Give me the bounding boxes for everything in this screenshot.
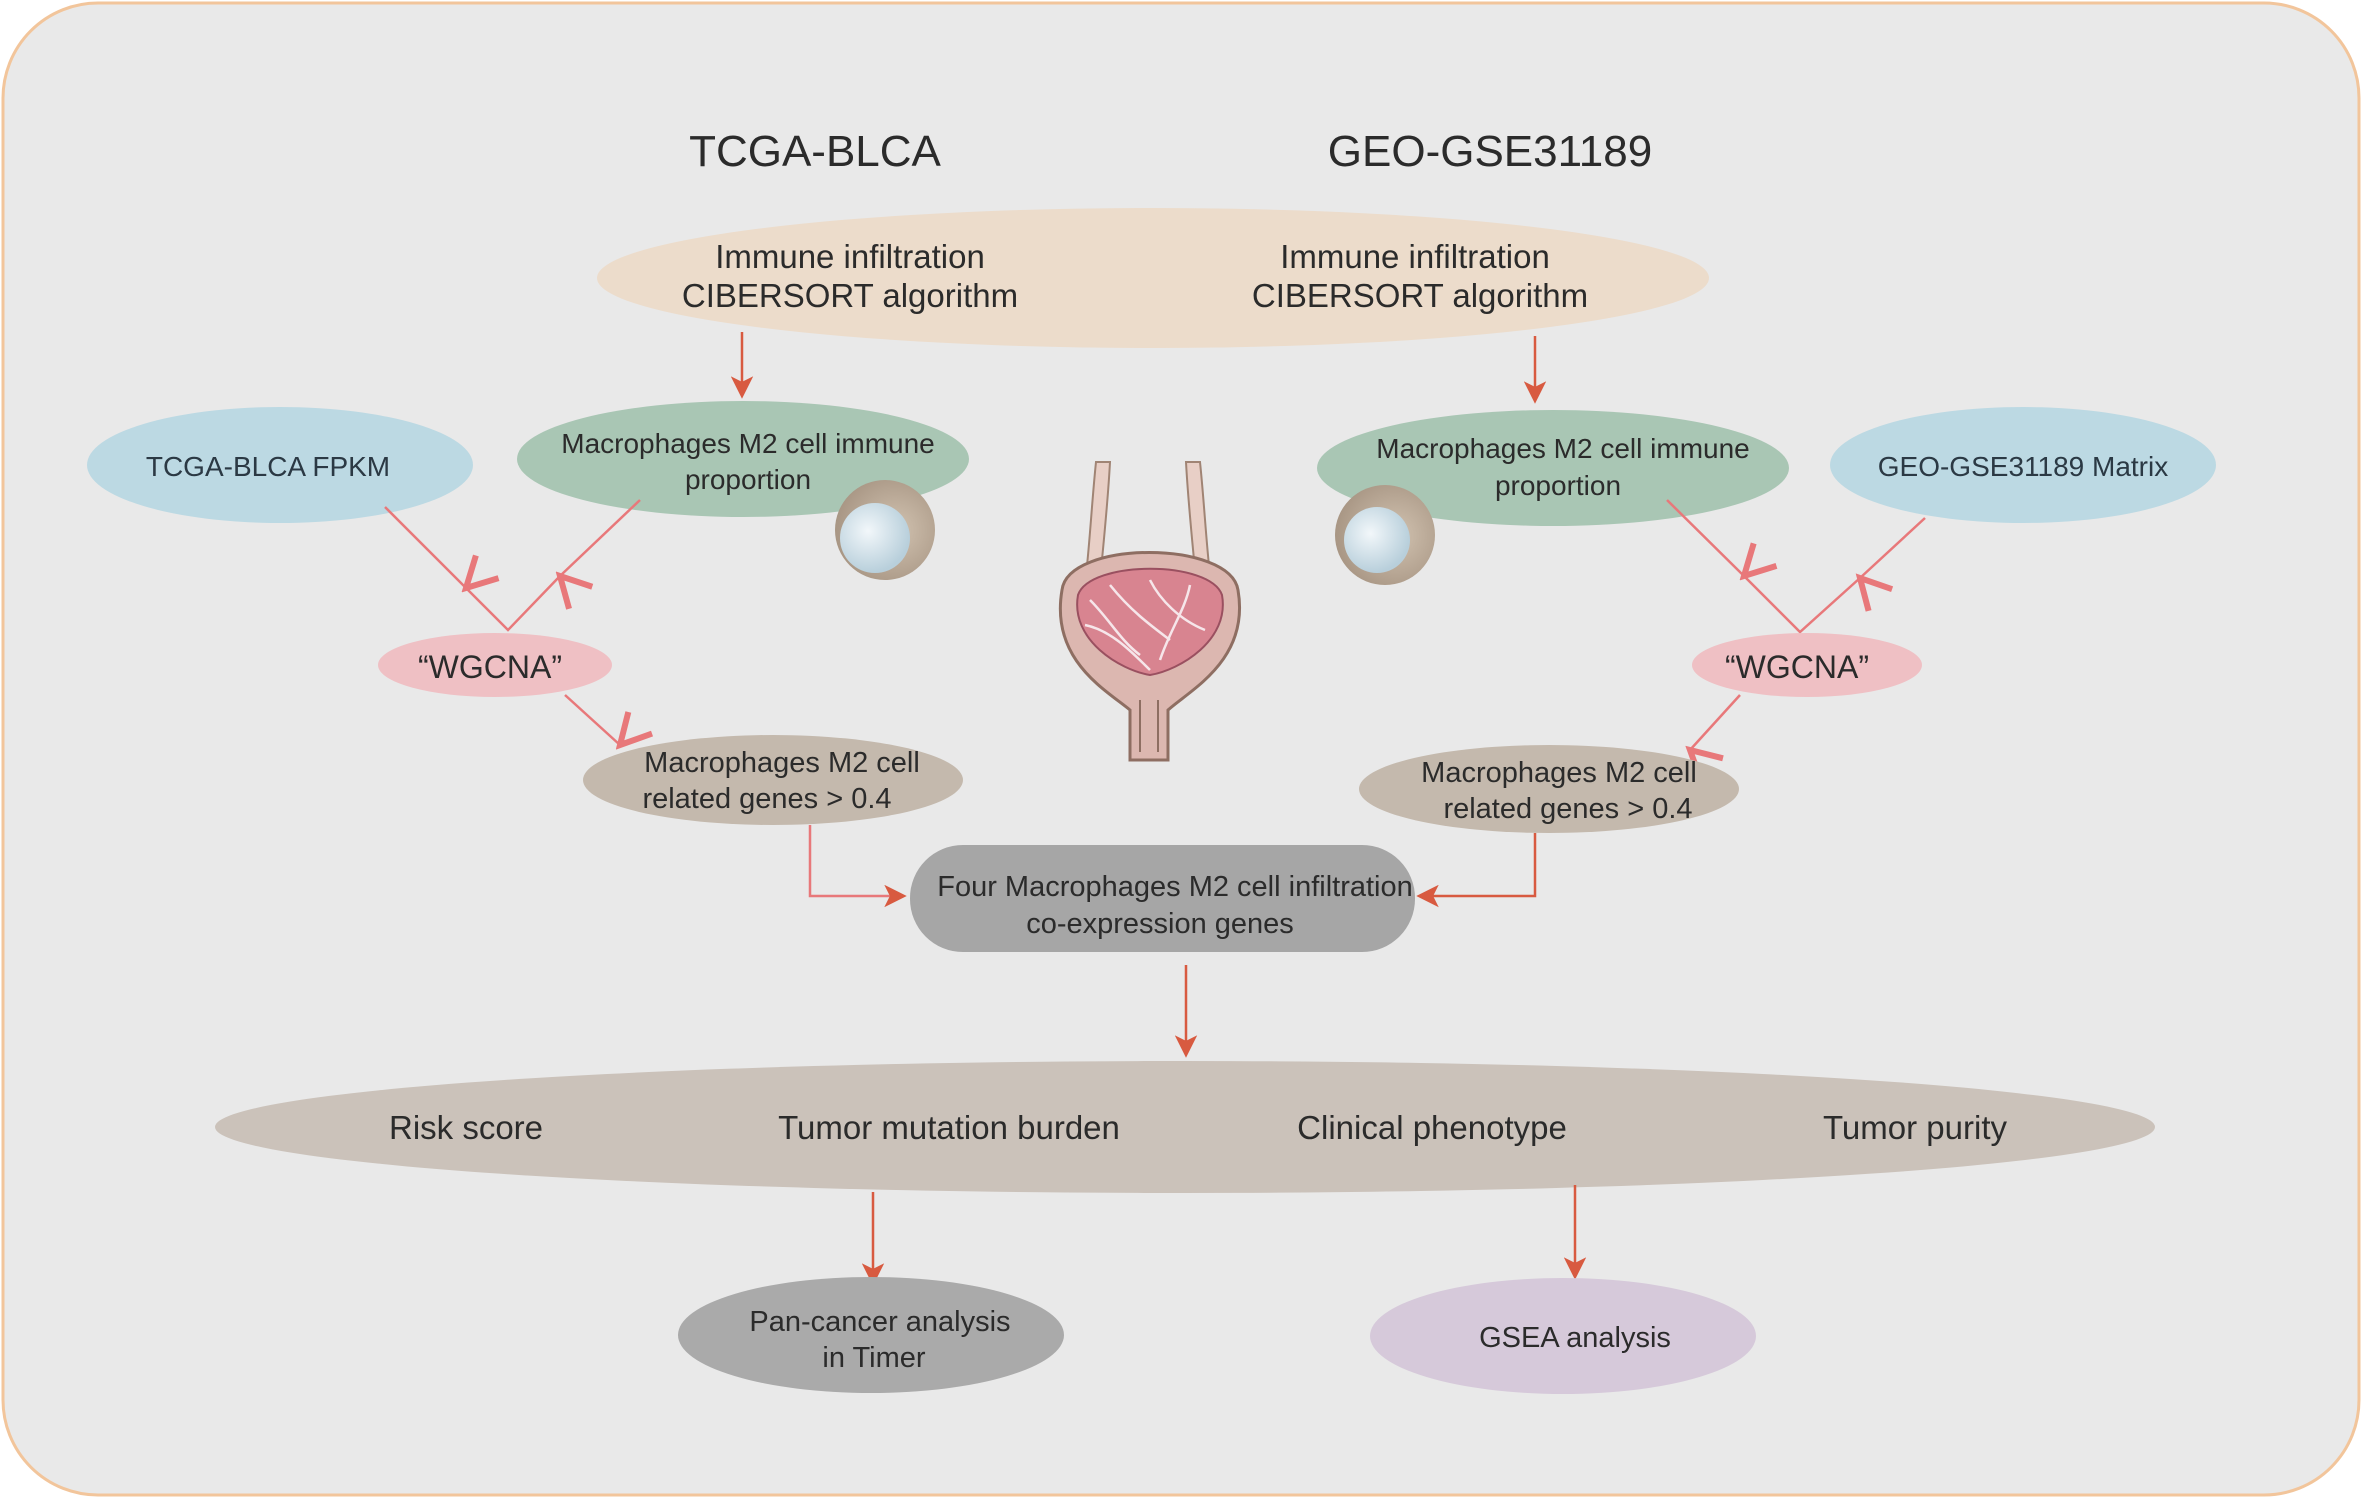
related-genes-right <box>1359 745 1739 833</box>
macrophage-proportion-left <box>517 401 969 517</box>
pan-cancer-line2: in Timer <box>822 1342 925 1374</box>
macrophage-proportion-right <box>1317 410 1789 526</box>
analysis-item: Tumor purity <box>1823 1109 2007 1146</box>
macrophage-prop-right-line1: Macrophages M2 cell immune <box>1376 433 1750 464</box>
related-genes-left <box>583 735 963 825</box>
related-genes-right-line1: Macrophages M2 cell <box>1421 757 1697 789</box>
coexpression-line2: co-expression genes <box>1026 908 1294 940</box>
pan-cancer-node <box>678 1277 1064 1393</box>
immune-infiltration-node <box>597 208 1709 348</box>
input-node-right <box>1830 407 2216 523</box>
arrow-genes-left-to-coexp <box>808 825 907 908</box>
input-node-left <box>87 407 473 523</box>
dataset-title-left: TCGA-BLCA <box>689 127 941 176</box>
related-genes-left-line1: Macrophages M2 cell <box>644 747 920 779</box>
dataset-title-right: GEO-GSE31189 <box>1328 127 1652 176</box>
immune-left-line2: CIBERSORT algorithm <box>682 277 1018 314</box>
input-left-label: TCGA-BLCA FPKM <box>146 451 390 482</box>
coexpression-node <box>910 845 1415 952</box>
arrow-genes-right-to-coexp <box>1416 833 1537 908</box>
macrophage-prop-left-line2: proportion <box>685 464 811 495</box>
related-genes-right-line2: related genes > 0.4 <box>1443 793 1692 825</box>
arrow-input-to-wgcna-right <box>1860 517 1926 578</box>
cell-icon <box>835 480 935 580</box>
wgcna-right-merge <box>1743 575 1861 634</box>
arrow-input-to-wgcna-left <box>384 506 466 588</box>
gsea-label: GSEA analysis <box>1479 1322 1671 1354</box>
arrow-prop-to-wgcna-right <box>1666 499 1744 576</box>
arrow-prop-to-wgcna-left <box>560 499 641 576</box>
immune-left-line1: Immune infiltration <box>715 238 985 275</box>
macrophage-prop-right-line2: proportion <box>1495 470 1621 501</box>
immune-right-line2: CIBERSORT algorithm <box>1252 277 1588 314</box>
cell-icon <box>1335 485 1435 585</box>
immune-right-line1: Immune infiltration <box>1280 238 1550 275</box>
wgcna-right-label: “WGCNA” <box>1725 649 1869 685</box>
gsea-node <box>1370 1278 1756 1394</box>
wgcna-node-right <box>1692 633 1922 697</box>
wgcna-node-left <box>378 633 612 697</box>
arrow-wgcna-to-genes-left <box>564 694 620 745</box>
wgcna-left-label: “WGCNA” <box>418 649 562 685</box>
analyses-node <box>215 1061 2155 1193</box>
wgcna-left-merge <box>465 575 561 632</box>
bladder-icon <box>1058 461 1242 762</box>
analysis-item: Clinical phenotype <box>1297 1109 1567 1146</box>
input-right-label: GEO-GSE31189 Matrix <box>1878 451 2168 482</box>
analysis-item: Tumor mutation burden <box>778 1109 1120 1146</box>
macrophage-prop-left-line1: Macrophages M2 cell immune <box>561 428 935 459</box>
related-genes-left-line2: related genes > 0.4 <box>642 783 891 815</box>
analysis-item: Risk score <box>389 1109 543 1146</box>
coexpression-line1: Four Macrophages M2 cell infiltration <box>937 871 1412 903</box>
pan-cancer-line1: Pan-cancer analysis <box>749 1306 1010 1338</box>
arrow-wgcna-to-genes-right <box>1690 694 1741 750</box>
